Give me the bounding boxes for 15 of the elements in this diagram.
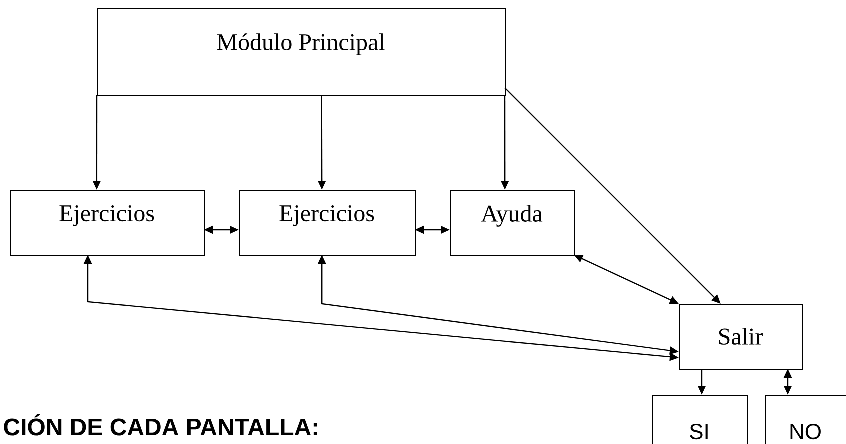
box-label: Salir [719, 328, 763, 345]
box-label: Ejercicios [60, 206, 154, 226]
process-box [10, 190, 206, 256]
box-label: Ejercicios [280, 206, 374, 226]
box-label: Módulo Principal [217, 34, 385, 56]
process-box [652, 394, 748, 444]
box-label: Ayuda [481, 205, 543, 227]
box-label: SI [690, 424, 708, 440]
process-box [450, 190, 576, 256]
process-box [97, 8, 506, 96]
section-heading: CIÓN DE CADA PANTALLA: [4, 414, 318, 436]
box-label: NO [790, 424, 821, 440]
process-box [679, 304, 804, 370]
process-box [239, 190, 416, 256]
process-box [765, 394, 846, 444]
